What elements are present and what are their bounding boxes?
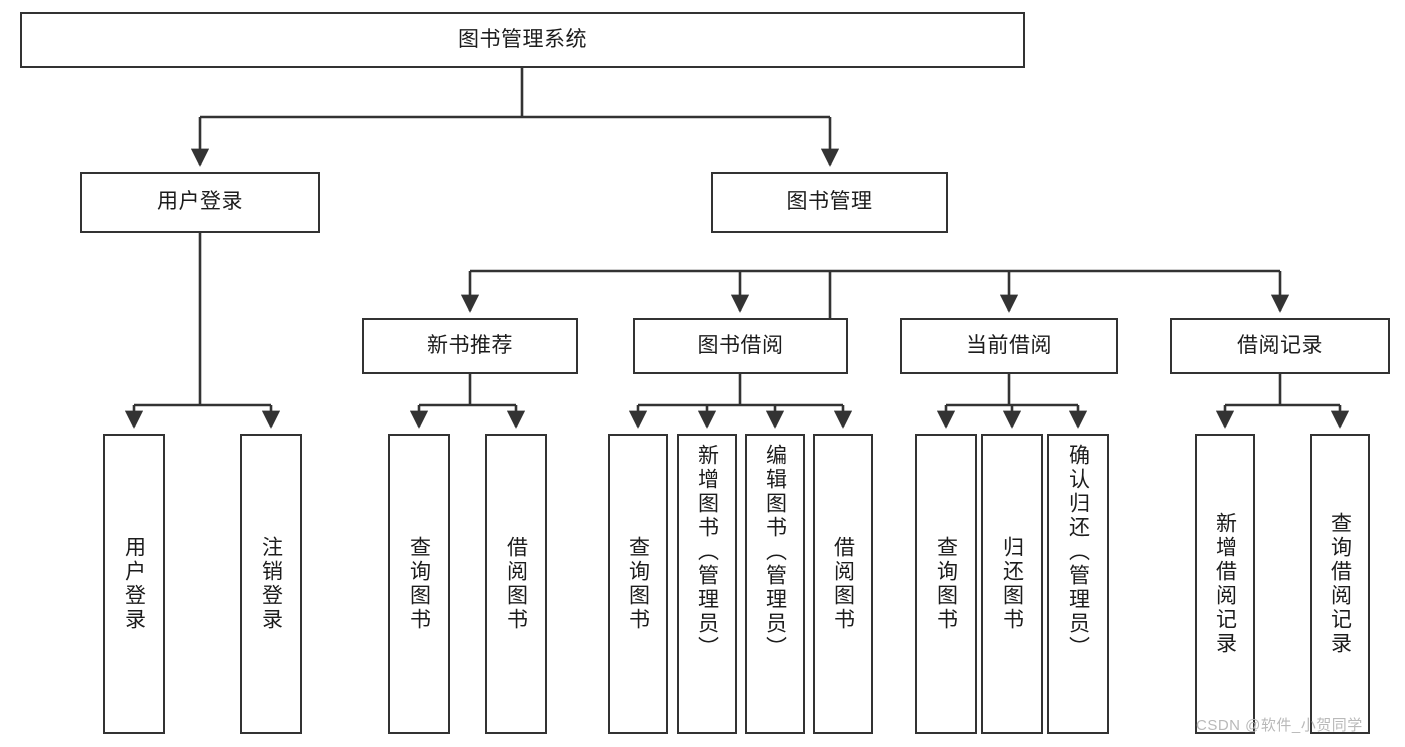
leaf-edit-book-label: 编辑图书（管理员）: [763, 444, 787, 660]
leaf-query-book-1[interactable]: 查询图书: [388, 434, 450, 734]
leaf-add-book[interactable]: 新增图书（管理员）: [677, 434, 737, 734]
node-root-label: 图书管理系统: [458, 27, 587, 51]
node-user-login[interactable]: 用户登录: [80, 172, 320, 233]
node-book-manage-label: 图书管理: [786, 190, 873, 214]
leaf-query-record[interactable]: 查询借阅记录: [1310, 434, 1370, 734]
node-borrow-record[interactable]: 借阅记录: [1170, 318, 1390, 374]
leaf-query-book-3-label: 查询图书: [934, 536, 958, 632]
csdn-watermark: CSDN @软件_小贺同学: [1196, 717, 1363, 734]
leaf-query-book-2-label: 查询图书: [626, 536, 650, 632]
leaf-add-record[interactable]: 新增借阅记录: [1195, 434, 1255, 734]
node-book-manage[interactable]: 图书管理: [711, 172, 948, 233]
leaf-confirm-return-label: 确认归还（管理员）: [1066, 444, 1090, 660]
leaf-user-login-label: 用户登录: [122, 536, 146, 632]
node-new-book-rec[interactable]: 新书推荐: [362, 318, 578, 374]
leaf-logout-label: 注销登录: [259, 536, 283, 632]
leaf-add-record-label: 新增借阅记录: [1213, 512, 1237, 656]
node-current-borrow-label: 当前借阅: [966, 333, 1052, 357]
leaf-query-book-2[interactable]: 查询图书: [608, 434, 668, 734]
leaf-borrow-book-2-label: 借阅图书: [831, 536, 855, 632]
node-book-borrow[interactable]: 图书借阅: [633, 318, 848, 374]
leaf-query-book-1-label: 查询图书: [407, 536, 431, 632]
leaf-return-book-label: 归还图书: [1000, 536, 1024, 632]
node-user-login-label: 用户登录: [157, 190, 243, 214]
leaf-edit-book[interactable]: 编辑图书（管理员）: [745, 434, 805, 734]
node-borrow-record-label: 借阅记录: [1237, 333, 1323, 357]
leaf-query-record-label: 查询借阅记录: [1328, 512, 1352, 656]
leaf-add-book-label: 新增图书（管理员）: [695, 444, 719, 660]
node-root[interactable]: 图书管理系统: [20, 12, 1025, 68]
leaf-borrow-book-2[interactable]: 借阅图书: [813, 434, 873, 734]
leaf-return-book[interactable]: 归还图书: [981, 434, 1043, 734]
node-book-borrow-label: 图书借阅: [697, 333, 784, 357]
leaf-logout[interactable]: 注销登录: [240, 434, 302, 734]
leaf-query-book-3[interactable]: 查询图书: [915, 434, 977, 734]
leaf-borrow-book-1[interactable]: 借阅图书: [485, 434, 547, 734]
leaf-user-login[interactable]: 用户登录: [103, 434, 165, 734]
leaf-borrow-book-1-label: 借阅图书: [504, 536, 528, 632]
node-new-book-rec-label: 新书推荐: [427, 333, 513, 357]
leaf-confirm-return[interactable]: 确认归还（管理员）: [1047, 434, 1109, 734]
node-current-borrow[interactable]: 当前借阅: [900, 318, 1118, 374]
